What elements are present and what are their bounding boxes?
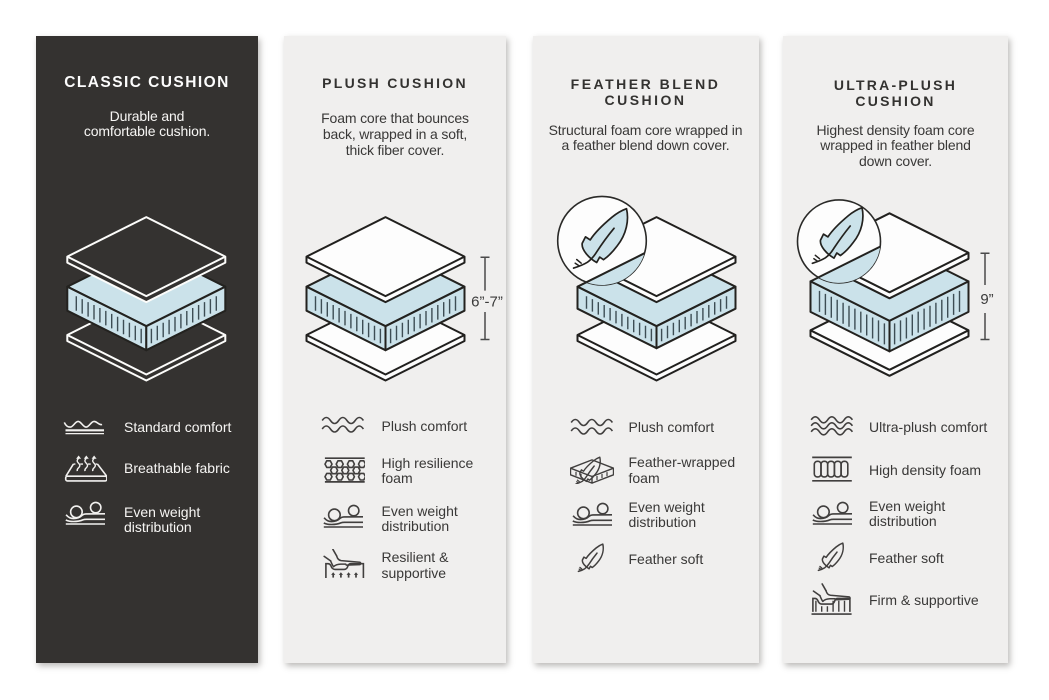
svg-text:9”: 9” [980,291,993,308]
svg-text:6”-7”: 6”-7” [471,293,503,310]
